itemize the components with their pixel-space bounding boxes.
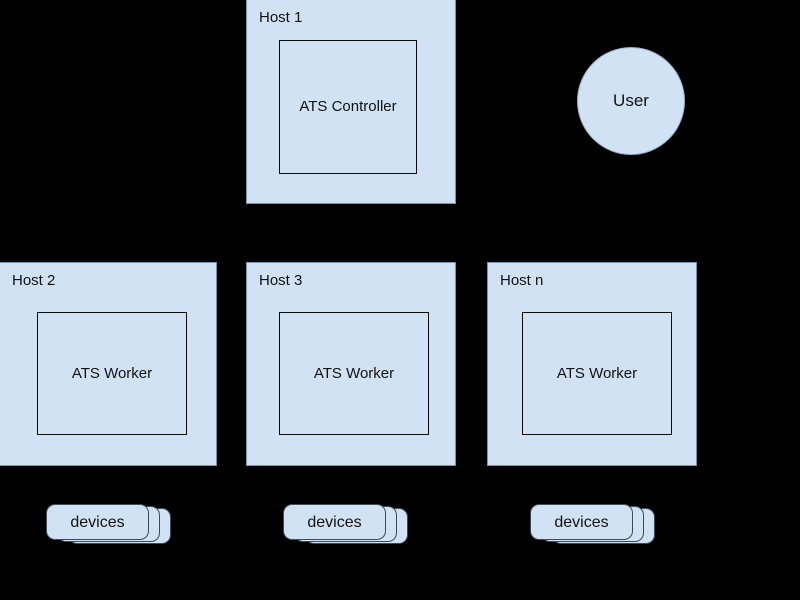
component-label: ATS Worker — [313, 364, 395, 382]
stack-layer-front[interactable]: devices — [46, 504, 149, 540]
component-box-ats-worker-host-2[interactable]: ATS Worker — [37, 312, 187, 435]
host-label: Host 3 — [259, 272, 303, 289]
host-box-host-n[interactable]: Host n ATS Worker — [487, 262, 697, 466]
component-box-ats-worker-host-n[interactable]: ATS Worker — [522, 312, 672, 435]
device-stack-label: devices — [307, 513, 362, 531]
host-label: Host 2 — [12, 272, 56, 289]
device-stack-label: devices — [70, 513, 125, 531]
component-box-ats-worker-host-3[interactable]: ATS Worker — [279, 312, 429, 435]
component-label: ATS Worker — [71, 364, 153, 382]
device-stack-label: devices — [554, 513, 609, 531]
host-box-host-3[interactable]: Host 3 ATS Worker — [246, 262, 456, 466]
component-box-ats-controller[interactable]: ATS Controller — [279, 40, 417, 174]
host-label: Host n — [500, 272, 544, 289]
component-label: ATS Worker — [556, 364, 638, 382]
stack-layer-front[interactable]: devices — [283, 504, 386, 540]
device-stack-host-2[interactable]: devices — [46, 504, 171, 544]
stack-layer-front[interactable]: devices — [530, 504, 633, 540]
host-box-host-2[interactable]: Host 2 ATS Worker — [0, 262, 217, 466]
device-stack-host-n[interactable]: devices — [530, 504, 655, 544]
device-stack-host-3[interactable]: devices — [283, 504, 408, 544]
host-box-host-1[interactable]: Host 1 ATS Controller — [246, 0, 456, 204]
host-label: Host 1 — [259, 9, 303, 26]
actor-label: User — [613, 91, 649, 110]
component-label: ATS Controller — [299, 98, 397, 115]
actor-user[interactable]: User — [577, 47, 685, 155]
